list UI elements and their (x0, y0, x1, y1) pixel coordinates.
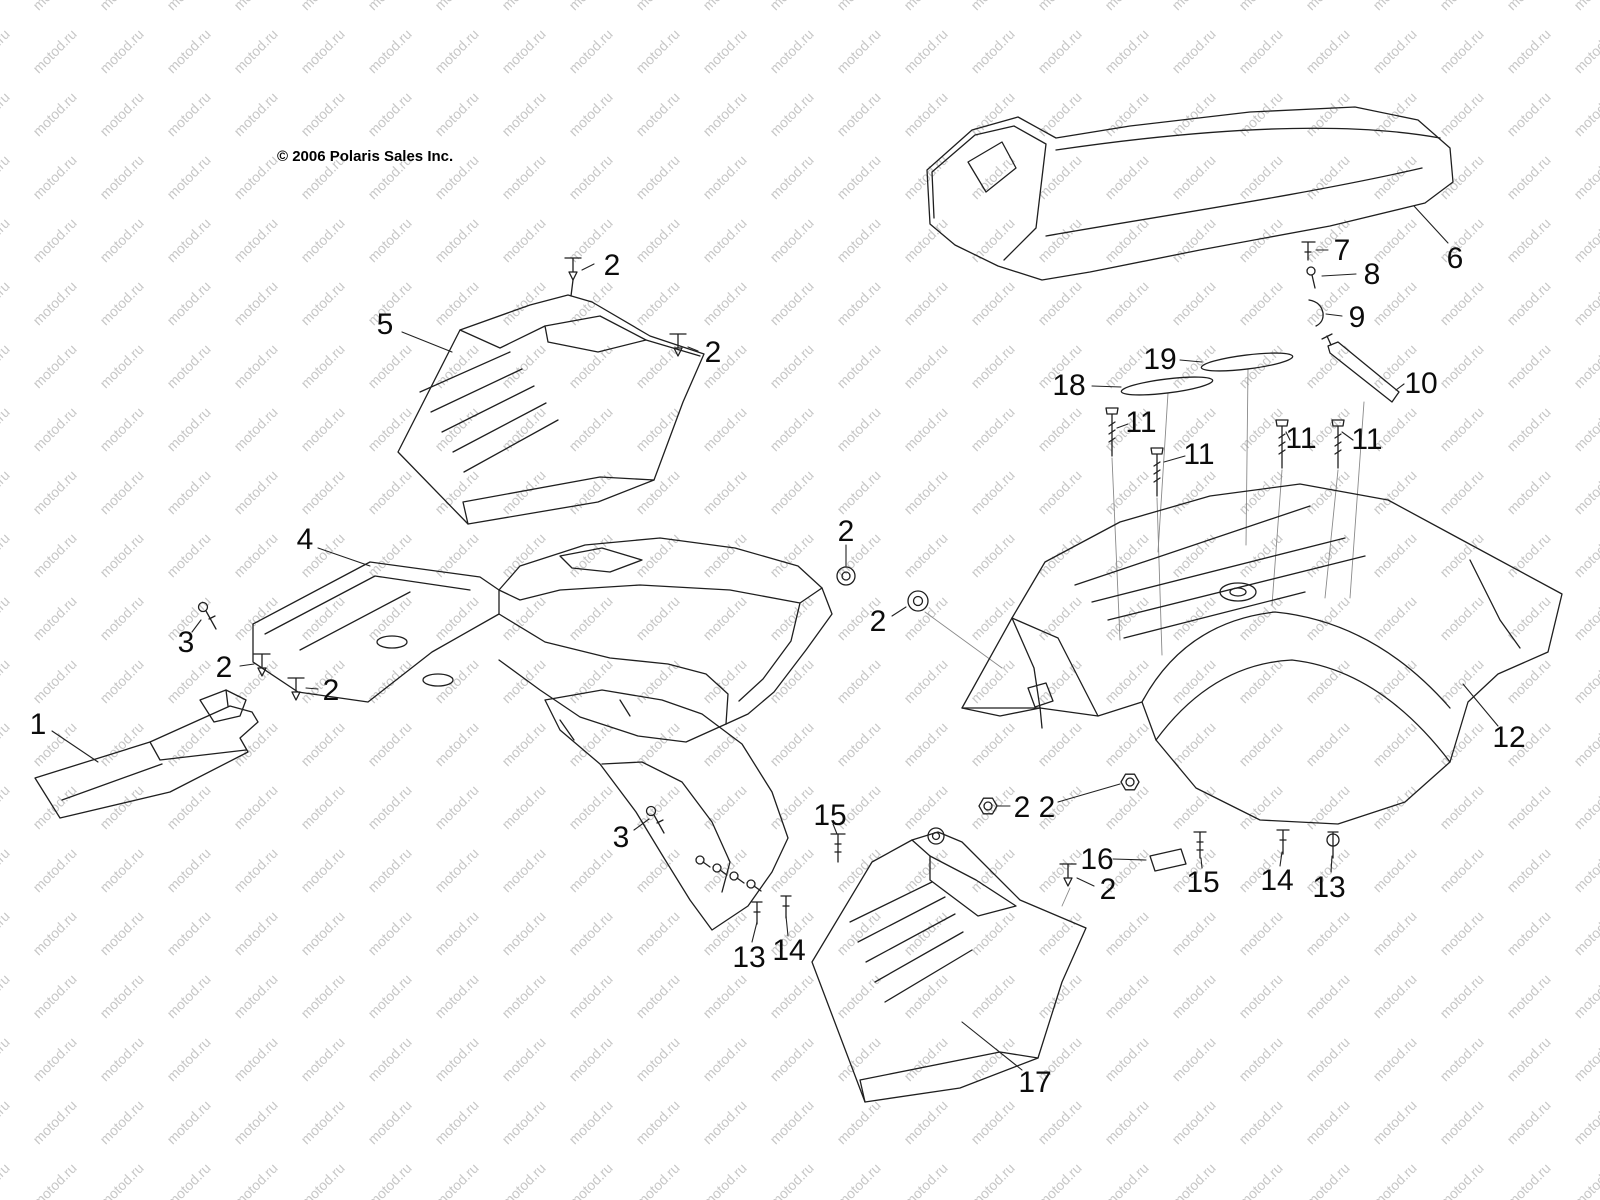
part-12-rear-cab (961, 483, 1563, 825)
callout-label: 11 (1351, 423, 1382, 456)
callout-label: 14 (772, 934, 805, 967)
callout-label: 2 (216, 651, 233, 684)
callout-label: 2 (1039, 791, 1056, 824)
callout-label: 2 (870, 605, 887, 638)
callout-label: 2 (1014, 791, 1031, 824)
part-6-seat (926, 106, 1454, 281)
callout-label: 15 (1186, 866, 1219, 899)
callout-label: 1 (30, 708, 47, 741)
callout-label: 7 (1334, 234, 1351, 267)
part-1-footwell-panel (34, 689, 259, 819)
part-9-hook (1308, 299, 1324, 327)
callout-label: 6 (1447, 242, 1464, 275)
callout-label: 13 (732, 941, 765, 974)
part-8-washer (1306, 266, 1316, 289)
part-18-decal (1120, 376, 1214, 396)
callout-label: 19 (1143, 343, 1176, 376)
callout-label: 11 (1125, 406, 1156, 439)
callout-label: 12 (1492, 721, 1525, 754)
callout-label: 4 (297, 523, 314, 556)
callout-label: 17 (1018, 1066, 1051, 1099)
part-11-bolts (1105, 407, 1345, 497)
part-3-screws (197, 601, 665, 834)
callout-label: 11 (1183, 438, 1214, 471)
callout-label: 13 (1312, 871, 1345, 904)
part-19-decal (1200, 352, 1294, 372)
callout-label: 18 (1052, 369, 1085, 402)
bottom-fasteners (695, 829, 1340, 925)
part-10-strap (1321, 333, 1400, 403)
part-17-rear-side-panel (811, 827, 1087, 1103)
callout-label: 5 (377, 308, 394, 341)
callout-label: 8 (1364, 258, 1381, 291)
callout-label: 2 (838, 515, 855, 548)
callout-label: 9 (1349, 301, 1366, 334)
copyright-text: © 2006 Polaris Sales Inc. (277, 148, 454, 165)
callout-label: 16 (1080, 843, 1113, 876)
part-5-front-side-panel (397, 279, 705, 525)
part-7-bolt (1301, 241, 1316, 261)
callout-label: 2 (604, 249, 621, 282)
callout-label: 2 (705, 336, 722, 369)
callout-label: 3 (178, 626, 195, 659)
callout-label: 15 (813, 799, 846, 832)
callout-label: 2 (1100, 873, 1117, 906)
part-16-block (1149, 848, 1187, 872)
callout-label: 2 (323, 674, 340, 707)
callout-label: 11 (1285, 422, 1316, 455)
callout-labels: 2 5 2 7 8 6 9 19 18 10 11 11 11 11 4 2 3… (30, 234, 1526, 1099)
callout-leader-lines (51, 205, 1499, 1071)
callout-label: 3 (613, 821, 630, 854)
construction-guide-lines (924, 368, 1365, 907)
part-2-fasteners (253, 257, 1140, 887)
callout-label: 10 (1404, 367, 1437, 400)
part-4-front-cab-assembly (252, 537, 833, 931)
callout-label: 14 (1260, 864, 1293, 897)
